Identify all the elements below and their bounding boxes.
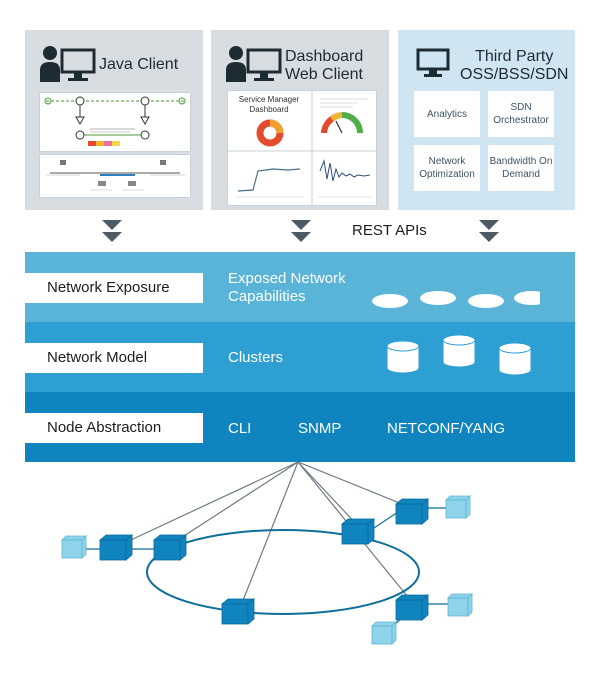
- node-abstraction-layer: Node Abstraction CLI SNMP NETCONF/YANG: [25, 392, 575, 462]
- sdn-orchestrator-box: SDN Orchestrator: [488, 91, 554, 137]
- core-node: [220, 598, 256, 625]
- java-path-preview: [39, 154, 191, 198]
- dashboard-title-line1: Dashboard: [285, 48, 364, 65]
- bandwidth-on-demand-box: Bandwidth On Demand: [488, 145, 554, 191]
- edge-node: [371, 621, 397, 645]
- third-party-panel: Third Party OSS/BSS/SDN Analytics SDN Or…: [398, 30, 575, 210]
- third-party-title: Third Party OSS/BSS/SDN: [460, 48, 568, 84]
- dashboard-title-line2: Web Client: [285, 66, 363, 83]
- netconf-yang-text: NETCONF/YANG: [387, 420, 506, 437]
- clusters-text: Clusters: [228, 349, 284, 366]
- analytics-box: Analytics: [414, 91, 480, 137]
- dashboard-client-panel: Dashboard Web Client Service Manager Das…: [211, 30, 389, 210]
- monitor-icon: [416, 48, 450, 77]
- exposed-capabilities-text: Exposed Network Capabilities: [228, 270, 346, 306]
- edge-node: [447, 593, 473, 617]
- cluster-database-icons: [386, 334, 532, 376]
- cli-text: CLI: [228, 420, 252, 437]
- network-nodes: [61, 495, 473, 645]
- core-node: [340, 518, 376, 545]
- network-optimization-box: Network Optimization: [414, 145, 480, 191]
- core-node: [98, 534, 134, 561]
- core-node: [152, 534, 188, 561]
- third-party-title-line2: OSS/BSS/SDN: [460, 66, 569, 83]
- capability-ellipses: [372, 291, 540, 308]
- network-model-layer: Network Model Clusters: [25, 322, 575, 392]
- java-client-panel: Java Client: [25, 30, 203, 210]
- core-node: [394, 594, 430, 621]
- node-abstraction-label: Node Abstraction: [25, 413, 203, 443]
- dashboard-preview-title-line2: Dashboard: [249, 105, 289, 114]
- network-model-label: Network Model: [25, 343, 203, 373]
- down-arrow-icon: [102, 220, 122, 242]
- dashboard-preview-title-line1: Service Manager: [238, 95, 300, 104]
- snmp-text: SNMP: [298, 420, 342, 437]
- down-arrow-icon: [291, 220, 311, 242]
- dashboard-preview: Service Manager Dashboard: [227, 90, 377, 206]
- network-exposure-label: Network Exposure: [25, 273, 203, 303]
- down-arrow-icon: [479, 220, 499, 242]
- third-party-title-line1: Third Party: [475, 48, 554, 65]
- java-client-title: Java Client: [99, 56, 179, 73]
- network-ring: [146, 529, 420, 615]
- network-exposure-layer: Network Exposure Exposed Network Capabil…: [25, 252, 575, 322]
- user-monitor-icon: [40, 46, 96, 82]
- edge-node: [445, 495, 471, 519]
- java-topology-preview: [39, 92, 191, 152]
- user-monitor-icon: [226, 46, 282, 82]
- dashboard-client-title: Dashboard Web Client: [285, 48, 363, 84]
- exposed-capabilities-line2: Capabilities: [228, 288, 306, 305]
- network-topology: [61, 462, 473, 645]
- exposed-capabilities-line1: Exposed Network: [228, 270, 346, 287]
- edge-node: [61, 535, 87, 559]
- rest-apis-label: REST APIs: [352, 222, 427, 239]
- core-node: [394, 498, 430, 525]
